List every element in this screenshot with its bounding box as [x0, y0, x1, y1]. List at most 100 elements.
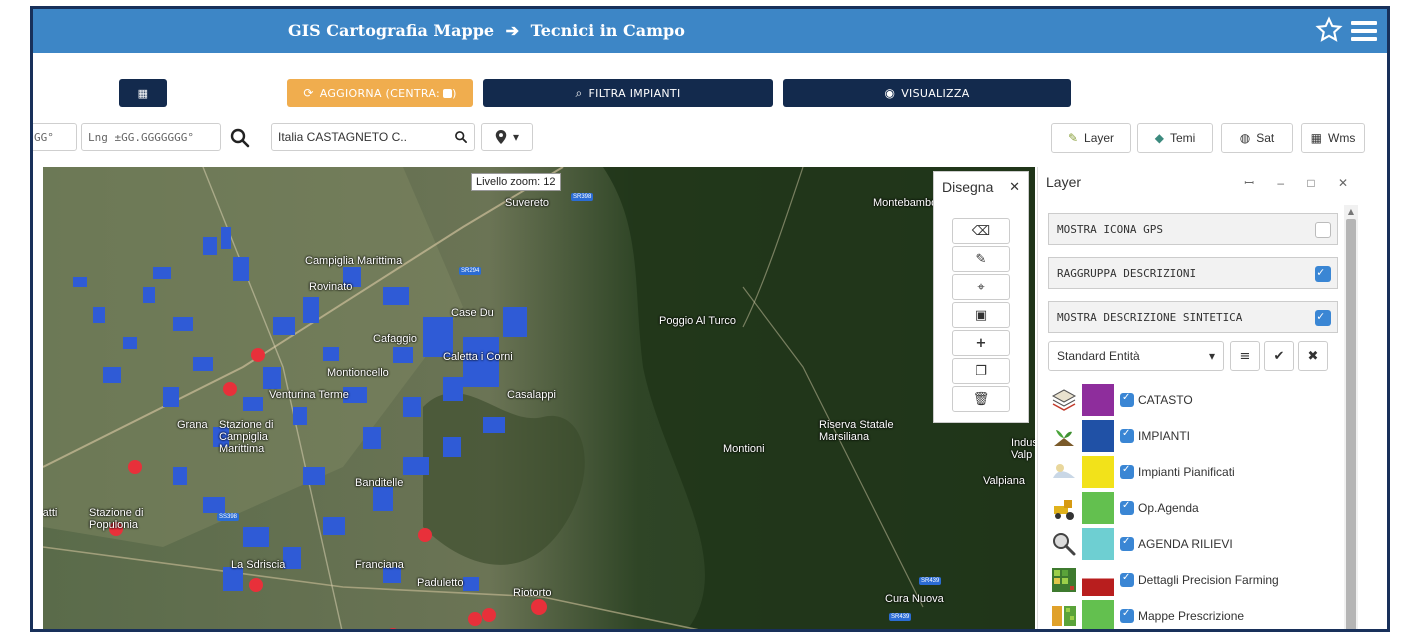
map-place-label: Riotorto: [513, 587, 552, 599]
layer-row-impianti[interactable]: IMPIANTI: [1050, 419, 1340, 453]
layer-checkbox[interactable]: [1120, 608, 1134, 623]
scroll-up-icon[interactable]: ▲: [1347, 207, 1355, 216]
layer-row-precision-farming[interactable]: Dettagli Precision Farming: [1050, 563, 1340, 597]
draw-panel-header: Disegna ✕: [934, 172, 1028, 202]
checkbox[interactable]: [1315, 309, 1331, 326]
save-button[interactable]: ▣: [952, 302, 1010, 328]
magnifier-icon: [1053, 533, 1076, 556]
eraser-button[interactable]: ⌫: [952, 218, 1010, 244]
toolbar: ▦ ⟳ AGGIORNA (CENTRA: ) ⌕ FILTRA IMPIANT…: [33, 53, 1387, 167]
option-mostra-icona-gps[interactable]: MOSTRA ICONA GPS: [1048, 213, 1338, 245]
filtra-label: FILTRA IMPIANTI: [588, 86, 681, 100]
layer-checkbox[interactable]: [1120, 392, 1134, 407]
map-place-label: Campiglia Marittima: [305, 255, 403, 267]
filtra-impianti-button[interactable]: ⌕ FILTRA IMPIANTI: [483, 79, 773, 107]
layer-row-op-agenda[interactable]: Op.Agenda: [1050, 491, 1340, 525]
location-search-input[interactable]: Italia CASTAGNETO C..: [271, 123, 475, 151]
sat-button-label: Sat: [1256, 131, 1275, 145]
layer-checkbox[interactable]: [1120, 500, 1134, 515]
trash-icon: 🗑: [972, 391, 990, 407]
title-left: GIS Cartografia Mappe: [288, 21, 495, 40]
save-icon: ▣: [974, 307, 988, 323]
table-icon: ▦: [1310, 131, 1322, 145]
edit-icon: ✎: [975, 251, 987, 267]
option-label: RAGGRUPPA DESCRIZIONI: [1057, 266, 1197, 280]
wms-button[interactable]: ▦ Wms: [1301, 123, 1365, 153]
aggiorna-button[interactable]: ⟳ AGGIORNA (CENTRA: ): [287, 79, 473, 107]
location-search-icon[interactable]: [454, 130, 468, 144]
layer-color-swatch: [1082, 384, 1114, 416]
x-icon: ✖: [1307, 348, 1319, 364]
list-button[interactable]: ≡: [1230, 341, 1260, 371]
add-button[interactable]: +: [952, 330, 1010, 356]
layer-button[interactable]: ✎ Layer: [1051, 123, 1131, 153]
layer-checkbox[interactable]: [1120, 536, 1134, 551]
longitude-input[interactable]: Lng ±GG.GGGGGGG°: [81, 123, 221, 151]
layer-checkbox[interactable]: [1120, 572, 1134, 587]
entity-select[interactable]: Standard Entità ▾: [1048, 341, 1224, 371]
map-place-label: Rovinato: [309, 281, 353, 293]
layer-row-catasto[interactable]: CATASTO: [1050, 383, 1340, 417]
road-badge: SR294: [459, 267, 482, 275]
layer-label: CATASTO: [1138, 393, 1193, 407]
option-mostra-descrizione-sintetica[interactable]: MOSTRA DESCRIZIONE SINTETICA: [1048, 301, 1338, 333]
map-place-label: Caletta i Corni: [443, 351, 513, 363]
draw-panel-title: Disegna: [942, 179, 994, 195]
layer-row-agenda-rilievi[interactable]: AGENDA RILIEVI: [1050, 527, 1340, 561]
layer-panel-title: Layer: [1046, 174, 1082, 190]
close-icon[interactable]: ✕: [1009, 179, 1020, 194]
layer-checkbox[interactable]: [1120, 464, 1134, 479]
checkbox[interactable]: [1315, 265, 1331, 282]
map-place-label: Montioni: [723, 443, 765, 455]
checkbox[interactable]: [1315, 222, 1331, 238]
map-place-label: Cura Nuova: [885, 593, 944, 605]
coordinate-search-icon[interactable]: [229, 127, 251, 149]
temi-button[interactable]: ◆ Temi: [1137, 123, 1213, 153]
draw-panel: Disegna ✕ ⌫ ✎ ⌖ ▣ + ❐ 🗑: [933, 171, 1029, 423]
layer-color-swatch: [1082, 420, 1114, 452]
marker-icon: ⌖: [977, 279, 985, 295]
layer-color-swatch: [1082, 528, 1114, 560]
app-window: GIS Cartografia Mappe ➔ Tecnici in Campo…: [30, 6, 1390, 632]
temi-button-label: Temi: [1169, 131, 1196, 145]
layer-row-impianti-pianificati[interactable]: Impianti Pianificati: [1050, 455, 1340, 489]
layer-panel-header: Layer ꟷ – □ ✕: [1038, 167, 1366, 197]
delete-button[interactable]: 🗑: [952, 386, 1010, 412]
confirm-button[interactable]: ✔: [1264, 341, 1294, 371]
map-imagery[interactable]: [43, 167, 1035, 632]
layer-color-swatch: [1082, 456, 1114, 488]
map-place-label: Montebamboli: [873, 197, 943, 209]
visualizza-button[interactable]: ◉ VISUALIZZA: [783, 79, 1071, 107]
list-icon: ≡: [1239, 348, 1251, 364]
map-place-label: Montioncello: [327, 367, 389, 379]
option-label: MOSTRA DESCRIZIONE SINTETICA: [1057, 310, 1243, 324]
check-icon: ✔: [1273, 348, 1285, 364]
sat-button[interactable]: ◍ Sat: [1221, 123, 1293, 153]
map-place-label: Banditelle: [355, 477, 404, 489]
marker-dropdown[interactable]: ▾: [481, 123, 533, 151]
option-raggruppa-descrizioni[interactable]: RAGGRUPPA DESCRIZIONI: [1048, 257, 1338, 289]
edit-button[interactable]: ✎: [952, 246, 1010, 272]
chevron-down-icon: ▾: [512, 130, 520, 144]
marker-button[interactable]: ⌖: [952, 274, 1010, 300]
calendar-button[interactable]: ▦: [119, 79, 167, 107]
layer-row-mappe-prescrizione[interactable]: Mappe Prescrizione: [1050, 599, 1340, 629]
aggiorna-suffix: ): [452, 86, 457, 100]
satellite-map[interactable]: Livello zoom: 12 Suvereto Montebamboli C…: [43, 167, 1035, 632]
copy-button[interactable]: ❐: [952, 358, 1010, 384]
search-icon: ⌕: [575, 85, 583, 100]
window-controls[interactable]: ꟷ – □ ✕: [1244, 175, 1358, 190]
cancel-button[interactable]: ✖: [1298, 341, 1328, 371]
layer-checkbox[interactable]: [1120, 428, 1134, 443]
star-icon[interactable]: [1315, 16, 1343, 44]
map-place-label: Casalappi: [507, 389, 556, 401]
plant-icon: [1054, 430, 1074, 446]
latitude-input[interactable]: GG°: [33, 123, 77, 151]
map-place-label: Riserva Statale Marsiliana: [819, 419, 894, 443]
hamburger-menu-icon[interactable]: [1351, 21, 1377, 45]
calendar-icon: ▦: [137, 86, 149, 100]
layer-label: IMPIANTI: [1138, 429, 1191, 443]
map-place-label: Indus Valp: [1011, 437, 1035, 461]
center-toggle-icon: [443, 88, 453, 98]
scrollbar-thumb[interactable]: [1346, 219, 1356, 629]
